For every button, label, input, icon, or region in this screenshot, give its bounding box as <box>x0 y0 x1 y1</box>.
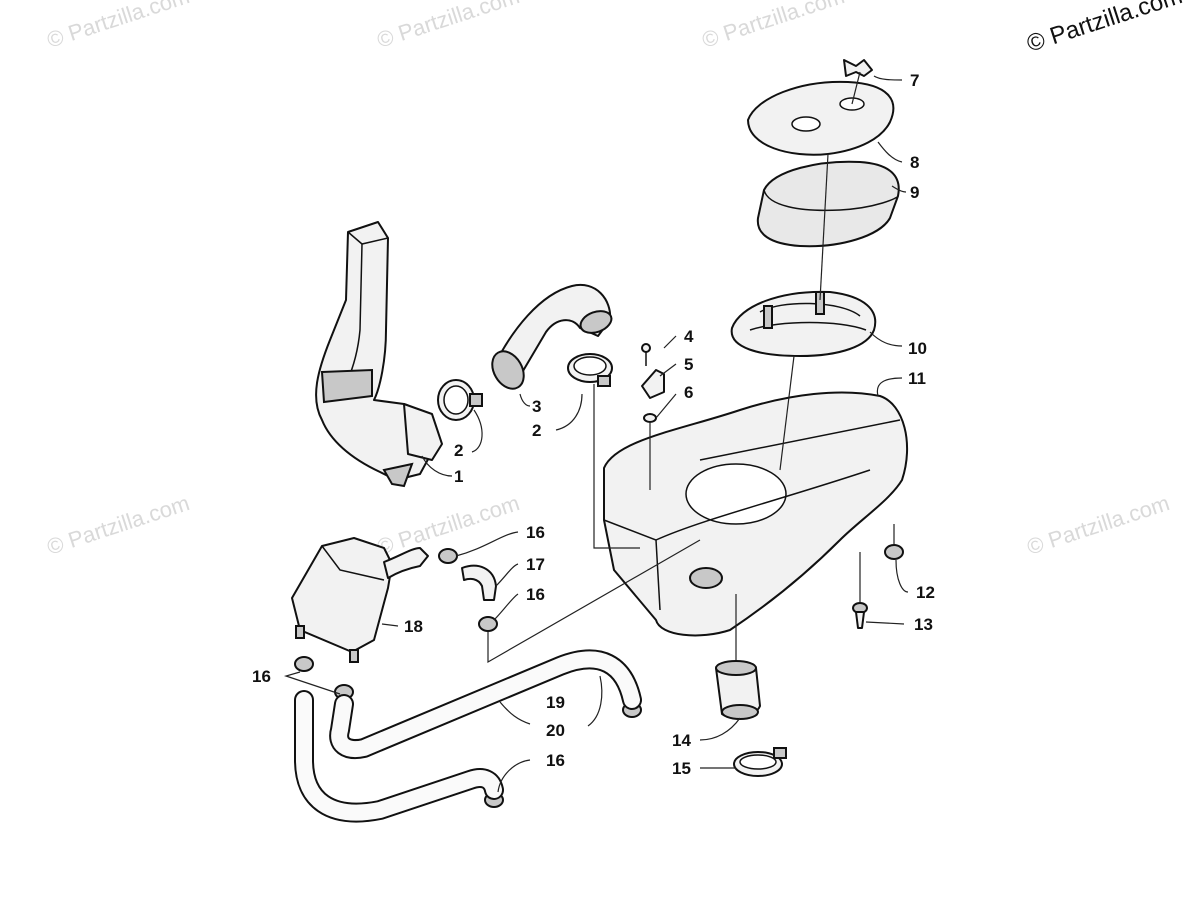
hose-clamp <box>567 353 613 387</box>
callout-3: 3 <box>532 397 541 416</box>
callout-2: 2 <box>532 421 541 440</box>
watermark-text: © Partzilla.com <box>374 0 523 53</box>
vent-hose <box>329 649 642 759</box>
watermark-text: © Partzilla.com <box>44 0 193 53</box>
callout-1: 1 <box>454 467 463 486</box>
mounting-bracket <box>641 369 665 399</box>
callout-16: 16 <box>252 667 271 686</box>
air-box-cover <box>747 80 895 156</box>
screw <box>641 343 651 366</box>
hose-clamp-small <box>478 616 498 632</box>
hose-clamp-small <box>294 656 314 672</box>
callout-4: 4 <box>684 327 694 346</box>
vent-canister <box>291 537 429 663</box>
reference-lines <box>487 71 895 664</box>
callout-19: 19 <box>546 693 565 712</box>
callout-7: 7 <box>910 71 919 90</box>
intake-duct <box>315 221 443 488</box>
elbow-connector <box>461 564 497 601</box>
callout-14: 14 <box>672 731 691 750</box>
air-box-base <box>603 391 909 637</box>
washer <box>643 413 657 423</box>
foam-filter <box>756 160 900 248</box>
wing-nut <box>843 59 873 77</box>
callout-labels: 7 8 9 10 11 12 13 14 15 4 5 6 3 2 2 1 16… <box>252 71 935 778</box>
callout-16: 16 <box>526 523 545 542</box>
callout-10: 10 <box>908 339 927 358</box>
push-rivet <box>852 602 868 629</box>
hose-clamp <box>437 379 483 421</box>
callout-5: 5 <box>684 355 693 374</box>
callout-12: 12 <box>916 583 935 602</box>
callout-8: 8 <box>910 153 919 172</box>
grommet <box>884 544 904 560</box>
vent-hose <box>294 690 504 823</box>
callout-11: 11 <box>908 369 926 388</box>
callout-13: 13 <box>914 615 933 634</box>
callout-15: 15 <box>672 759 691 778</box>
callout-20: 20 <box>546 721 565 740</box>
intake-boot <box>715 660 761 720</box>
filter-cage <box>730 290 877 357</box>
hose-clamp-small <box>438 548 458 564</box>
watermark-text: © Partzilla.com <box>44 490 193 560</box>
callout-16: 16 <box>526 585 545 604</box>
callout-16: 16 <box>546 751 565 770</box>
watermark-text: © Partzilla.com <box>699 0 848 53</box>
elbow-hose <box>491 283 613 390</box>
callout-2: 2 <box>454 441 463 460</box>
callout-9: 9 <box>910 183 919 202</box>
watermark-text: © Partzilla.com <box>1024 490 1173 560</box>
callout-18: 18 <box>404 617 423 636</box>
callout-6: 6 <box>684 383 693 402</box>
callout-17: 17 <box>526 555 545 574</box>
copyright-text: © Partzilla.com <box>1024 0 1186 58</box>
boot-clamp <box>733 747 787 777</box>
leader-lines <box>283 75 909 793</box>
